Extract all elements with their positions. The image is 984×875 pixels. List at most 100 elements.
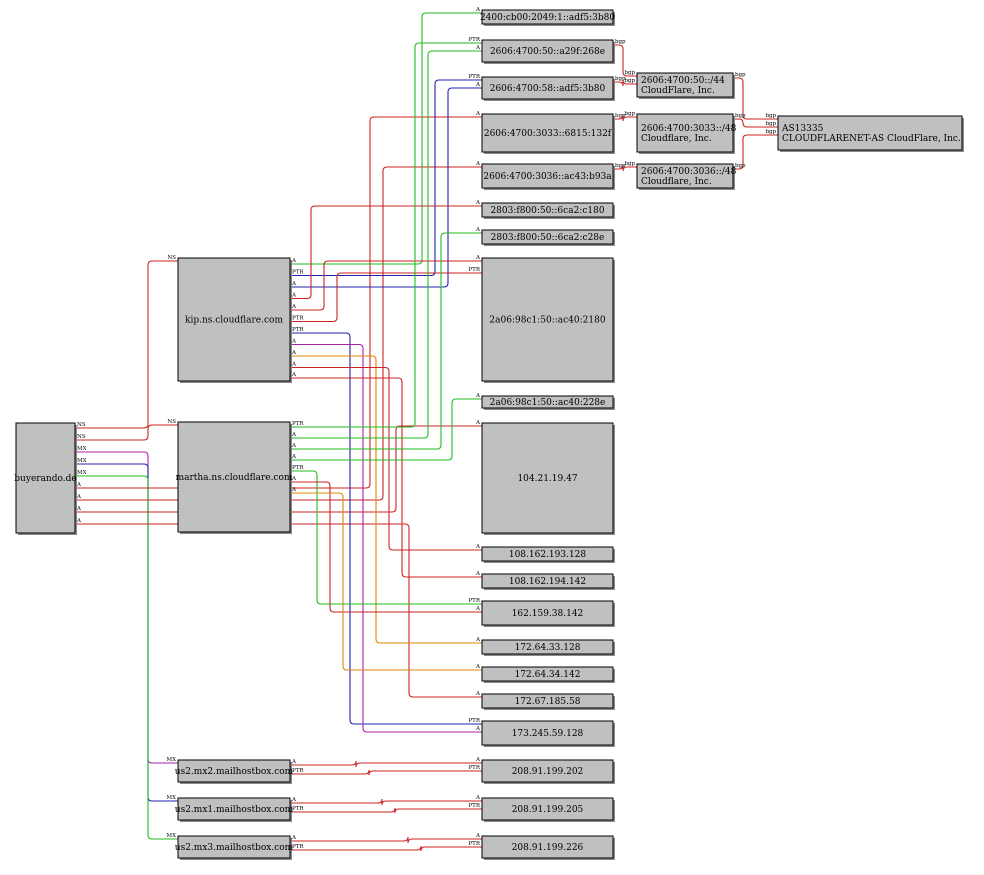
node-label: Cloudflare, Inc. <box>641 177 712 187</box>
node-ip6_6[interactable]: 2803:f800:50::6ca2:c180 <box>481 202 615 219</box>
node-ip4_1[interactable]: 104.21.19.47 <box>481 422 615 535</box>
node-box <box>481 546 614 562</box>
node-ip4_4[interactable]: 162.159.38.142 <box>481 600 615 627</box>
edge-line <box>733 77 778 120</box>
edge-source-label: NS <box>77 434 86 440</box>
node-ip4_10[interactable]: 208.91.199.205 <box>481 797 615 822</box>
node-label: CloudFlare, Inc. <box>641 86 715 96</box>
edge-buyerando-ip6_5: AA <box>75 161 482 501</box>
node-ip4_3[interactable]: 108.162.194.142 <box>481 573 615 590</box>
edge-source-label: bgp <box>615 39 626 45</box>
node-box <box>481 797 614 821</box>
edge-source-label: PTR <box>292 316 304 322</box>
edge-source-label: PTR <box>292 844 304 850</box>
node-kip[interactable]: kip.ns.cloudflare.com <box>177 257 292 383</box>
edge-line <box>613 44 637 77</box>
node-ip6_7[interactable]: 2803:f800:50::6ca2:c28e <box>481 229 615 246</box>
node-ip6_3[interactable]: 2606:4700:58::adf5:3b80 <box>481 76 615 101</box>
node-box <box>481 666 614 682</box>
edge-source-label: A <box>291 476 297 482</box>
edge-source-label: MX <box>77 446 87 452</box>
node-ip4_2[interactable]: 108.162.193.128 <box>481 546 615 563</box>
edge-target-label: PTR <box>468 267 480 273</box>
edge-source-label: A <box>291 759 297 765</box>
node-label: CLOUDFLARENET-AS CloudFlare, Inc. <box>782 134 961 144</box>
edge-line <box>290 42 482 428</box>
node-ip6_4[interactable]: 2606:4700:3033::6815:132f <box>481 113 615 154</box>
node-ip4_6[interactable]: 172.64.34.142 <box>481 666 615 683</box>
edge-target-label: A <box>475 795 481 801</box>
edge-line <box>290 836 482 844</box>
node-label: 208.91.199.202 <box>512 767 584 777</box>
node-box <box>177 835 291 859</box>
node-box <box>636 163 734 189</box>
edge-target-label: PTR <box>468 74 480 80</box>
edge-target-label: A <box>475 161 481 167</box>
edge-line <box>290 366 482 551</box>
edge-source-label: A <box>291 258 297 264</box>
node-ip6_9[interactable]: 2a06:98c1:50::ac40:228e <box>481 395 615 410</box>
node-buyerando[interactable]: buyerando.de <box>14 422 77 535</box>
node-ip4_9[interactable]: 208.91.199.202 <box>481 759 615 784</box>
node-ip4_5[interactable]: 172.64.33.128 <box>481 639 615 656</box>
edge-target-label: bgp <box>624 111 635 117</box>
edge-target-label: A <box>475 45 481 51</box>
node-box <box>481 163 614 189</box>
edge-line <box>290 87 482 288</box>
edge-target-label: PTR <box>468 598 480 604</box>
edge-buyerando-ip4_1: AA <box>75 420 482 513</box>
node-box <box>481 759 614 783</box>
node-martha[interactable]: martha.ns.cloudflare.com <box>176 421 293 534</box>
node-box <box>481 639 614 655</box>
node-ip6_2[interactable]: 2606:4700:50::a29f:268e <box>481 39 615 64</box>
edge-target-label: bgp <box>624 78 635 84</box>
edge-martha-ip6_2: PTR PTR <box>290 37 482 428</box>
edge-target-label: A <box>475 111 481 117</box>
edge-target-label: bgp <box>624 70 635 76</box>
node-label: 162.159.38.142 <box>512 609 584 619</box>
edge-buyerando-ip6_4: AA <box>75 111 482 489</box>
edge-target-label: A <box>475 393 481 399</box>
node-ip6_8[interactable]: 2a06:98c1:50::ac40:2180 <box>481 257 615 383</box>
edge-buyerando-mx1: MX MX <box>75 458 178 802</box>
node-box <box>481 693 614 709</box>
edge-source-label: MX <box>77 458 87 464</box>
node-ip6_5[interactable]: 2606:4700:3036::ac43:b93a <box>481 163 615 190</box>
node-label: us2.mx3.mailhostbox.com <box>175 843 294 853</box>
edge-source-label: bgp <box>735 163 746 169</box>
node-label: 2400:cb00:2049:1::adf5:3b80 <box>480 13 615 23</box>
edge-line <box>75 523 482 698</box>
edge-source-label: A <box>291 362 297 368</box>
edge-line <box>290 272 482 323</box>
node-box <box>481 573 614 589</box>
node-ip4_11[interactable]: 208.91.199.226 <box>481 835 615 860</box>
edge-target-label: MX <box>166 757 176 763</box>
node-ip6_1[interactable]: 2400:cb00:2049:1::adf5:3b80 <box>480 9 615 26</box>
node-mx2[interactable]: us2.mx2.mailhostbox.com <box>175 759 294 784</box>
edge-line <box>290 12 482 265</box>
node-label: kip.ns.cloudflare.com <box>185 316 283 326</box>
node-label: 2a06:98c1:50::ac40:2180 <box>489 316 605 326</box>
edge-source-label: PTR <box>292 806 304 812</box>
node-mx1[interactable]: us2.mx1.mailhostbox.com <box>175 797 294 822</box>
node-ip4_8[interactable]: 173.245.59.128 <box>481 720 615 747</box>
node-box <box>481 395 614 409</box>
edge-source-label: PTR <box>292 421 304 427</box>
node-mx3[interactable]: us2.mx3.mailhostbox.com <box>175 835 294 860</box>
edge-target-label: A <box>475 227 481 233</box>
node-ip4_7[interactable]: 172.67.185.58 <box>481 693 615 710</box>
node-label: 172.67.185.58 <box>515 697 581 707</box>
node-label: 2606:4700:3033::6815:132f <box>484 129 612 139</box>
